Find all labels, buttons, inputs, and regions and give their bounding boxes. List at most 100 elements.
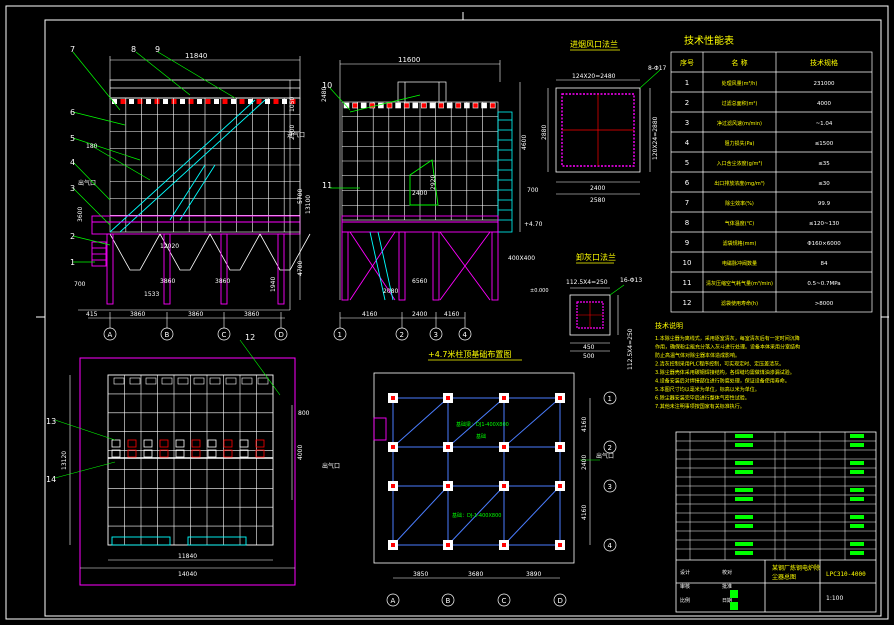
foundation-columns xyxy=(388,393,565,550)
title-green-mark-2 xyxy=(730,602,738,610)
pulse-valve xyxy=(129,99,134,104)
front-rdim-2: 5700 xyxy=(297,189,304,204)
tech-row-name: 除尘效率(%) xyxy=(725,200,754,207)
side-valve xyxy=(403,102,410,109)
front-axis-bubble xyxy=(217,327,231,341)
ash-bdim-0: 450 xyxy=(583,344,595,351)
tech-row-no: 9 xyxy=(685,239,689,247)
bp-rdim-2: 4160 xyxy=(581,505,588,520)
bp-beam-note-mid: 基础 xyxy=(476,433,486,440)
pulse-valve xyxy=(180,99,185,104)
front-axis-label: A xyxy=(108,331,113,339)
pulse-valve xyxy=(222,99,228,104)
title-row-bar xyxy=(735,551,753,555)
foundation-column-core xyxy=(391,445,395,449)
plan-rdim-0: 800 xyxy=(298,410,310,417)
foundation-column-core xyxy=(558,445,562,449)
side-bdim-0: 4160 xyxy=(362,311,377,318)
callout-14: 14 xyxy=(46,475,56,484)
tech-row-spec: 0.5~0.7MPa xyxy=(807,281,840,287)
tech-row-name: 气体温度(℃) xyxy=(725,220,755,227)
side-bdim-1: 2400 xyxy=(412,311,427,318)
plan-rdim-1: 4000 xyxy=(297,445,304,460)
plan-valve-row xyxy=(111,377,269,458)
inlet-corner-note: 8-Φ17 xyxy=(648,65,667,72)
front-rdim-3: 13100 xyxy=(305,195,312,214)
tech-row-name: 净过滤风速(m/min) xyxy=(717,120,762,127)
tech-row-no: 12 xyxy=(683,299,692,307)
side-rdim-3: 700 xyxy=(527,187,539,194)
side-hopper-beam xyxy=(341,215,499,233)
drawing-number: LPC310-4000 xyxy=(826,571,866,578)
bp-row-bubble xyxy=(603,391,617,405)
callout-12: 12 xyxy=(245,333,255,342)
ash-hoppers xyxy=(91,215,311,271)
inlet-right-dim: 120X24=2880 xyxy=(652,116,659,160)
plan-top-cell xyxy=(177,377,189,385)
front-axis-bubble xyxy=(103,327,117,341)
side-bag-grid xyxy=(341,101,499,221)
tech-row-spec: ≤35 xyxy=(818,161,830,167)
tech-row-no: 2 xyxy=(685,99,689,107)
pulse-valve xyxy=(163,99,168,104)
pulse-valve xyxy=(248,99,253,104)
base-plan-title: +4.7米柱顶基础布置图 xyxy=(428,349,511,359)
side-valve xyxy=(395,102,401,109)
side-ground: ±0.000 xyxy=(530,288,549,294)
ash-hopper xyxy=(209,233,261,271)
bp-beam-note-1: 基础梁：DJ1-400X800 xyxy=(456,421,509,428)
pulse-valve-row xyxy=(112,99,296,104)
title-project-line1: 某钢厂炼钢电炉除 xyxy=(772,564,820,572)
title-row-bar xyxy=(735,443,753,447)
title-label: 设计 xyxy=(680,569,690,576)
plan-valve xyxy=(255,449,265,458)
front-inner-dim-3: 3860 xyxy=(215,278,230,285)
bp-rdim-0: 4160 xyxy=(581,417,588,432)
pulse-valve xyxy=(154,99,160,104)
inlet-flange-title: 进烟风口法兰 xyxy=(570,39,618,49)
bp-rdim-1: 2400 xyxy=(581,455,588,470)
callout-2: 2 xyxy=(70,232,75,241)
tech-row-spec: 84 xyxy=(821,261,828,267)
ash-bdim-1: 500 xyxy=(583,353,595,360)
tech-row-no: 1 xyxy=(685,79,689,87)
callout-1: 1 xyxy=(70,258,75,267)
sheet-frame xyxy=(5,5,889,620)
foundation-column-core xyxy=(558,484,562,488)
front-ldim-1: 700 xyxy=(74,281,86,288)
tech-row-spec: 231000 xyxy=(814,81,835,87)
bp-col-label: C xyxy=(502,597,507,605)
callout-3: 3 xyxy=(70,184,75,193)
plan-valve xyxy=(223,449,233,458)
pulse-valve xyxy=(137,99,143,104)
side-axis-label: 4 xyxy=(463,331,468,339)
front-inner-dim-2: 3860 xyxy=(160,278,175,285)
plan-top-cell xyxy=(257,377,269,385)
title-row-bar xyxy=(735,434,753,438)
plan-valve xyxy=(239,439,249,448)
bp-bdim-1: 3680 xyxy=(468,571,483,578)
tech-row-name: 过滤总面积(m²) xyxy=(722,100,758,107)
foundation-column-core xyxy=(502,396,506,400)
callout-11: 11 xyxy=(322,181,332,190)
inclined-ladder xyxy=(109,99,266,233)
tech-row-no: 6 xyxy=(685,179,690,187)
pulse-valve xyxy=(112,99,117,104)
plan-top-cell xyxy=(193,377,205,385)
bag-chamber-grid xyxy=(109,97,301,233)
tech-header: 序号 xyxy=(680,58,694,67)
tech-row-name: 电磁脉冲阀数量 xyxy=(722,260,757,267)
pulse-valve xyxy=(197,99,202,104)
side-ladder xyxy=(349,94,513,233)
bp-side-note: 出气口 xyxy=(596,452,614,460)
plan-view: 11840 14040 13120 800 4000 出气口 12 13 14 xyxy=(46,333,340,586)
foundation-column-core xyxy=(502,484,506,488)
callout-5: 5 xyxy=(70,134,75,143)
title-row-bar xyxy=(735,524,753,528)
plan-valve xyxy=(191,449,201,458)
plan-valve xyxy=(255,439,265,448)
plan-valve xyxy=(127,439,137,448)
